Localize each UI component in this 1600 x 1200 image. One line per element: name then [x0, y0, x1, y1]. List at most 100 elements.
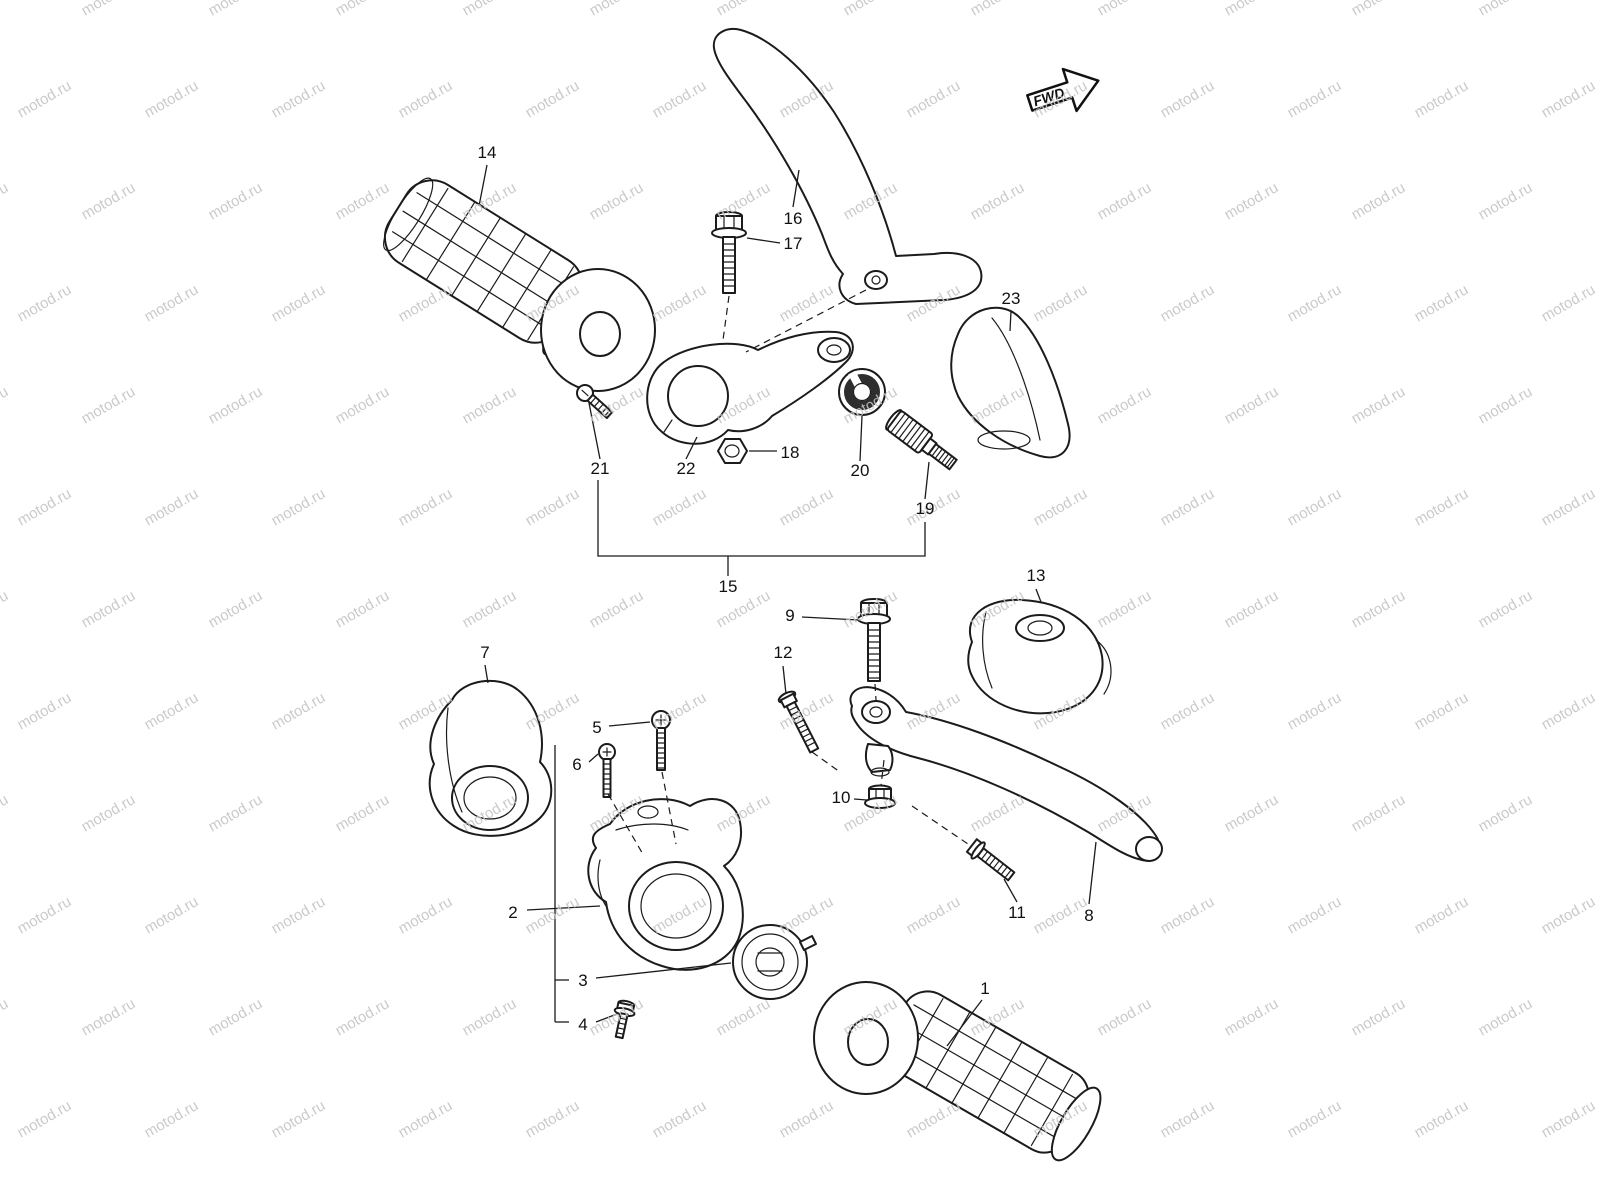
leader-lines [478, 164, 1097, 1047]
part-10-flange-nut [864, 784, 896, 809]
watermark-text: motod.ru [0, 179, 11, 223]
callout-1: 1 [980, 979, 989, 998]
group-bracket-15 [597, 480, 926, 557]
watermark-text: motod.ru [1158, 281, 1218, 325]
watermark-text: motod.ru [1222, 995, 1282, 1039]
watermark-text: motod.ru [0, 383, 11, 427]
watermark-text: motod.ru [1476, 0, 1536, 19]
grip-right-hub [847, 1018, 889, 1066]
part-11-lever-screw [965, 838, 1016, 882]
watermark-text: motod.ru [79, 587, 139, 631]
watermark-text: motod.ru [0, 0, 11, 19]
part-12-housing-screw [777, 690, 820, 754]
watermark-text: motod.ru [1095, 179, 1155, 223]
watermark-text: motod.ru [142, 689, 202, 733]
watermark-text: motod.ru [650, 281, 710, 325]
callout-6: 6 [572, 755, 581, 774]
watermark-text: motod.ru [1222, 587, 1282, 631]
watermark-text: motod.ru [1539, 281, 1599, 325]
part-19-cable-adjuster [885, 409, 958, 471]
part-16-lever [712, 28, 983, 305]
watermark-text: motod.ru [333, 791, 393, 835]
watermark-text: motod.ru [587, 587, 647, 631]
watermark-text: motod.ru [1158, 485, 1218, 529]
watermark-text: motod.ru [79, 383, 139, 427]
callout-17: 17 [784, 234, 803, 253]
callout-3: 3 [578, 971, 587, 990]
watermark-text: motod.ru [777, 485, 837, 529]
watermark-text: motod.ru [777, 893, 837, 937]
watermark-text: motod.ru [460, 0, 520, 19]
watermark-text: motod.ru [968, 179, 1028, 223]
watermark-text: motod.ru [206, 587, 266, 631]
watermark-text: motod.ru [714, 995, 774, 1039]
part-13-lever-cover-lower [967, 598, 1112, 715]
watermark-text: motod.ru [1539, 485, 1599, 529]
watermark-text: motod.ru [0, 995, 11, 1039]
callout-22: 22 [677, 459, 696, 478]
watermark-text: motod.ru [523, 893, 583, 937]
watermark-text: motod.ru [1285, 893, 1345, 937]
watermark-text: motod.ru [1222, 791, 1282, 835]
part-1-grip-right [813, 981, 1102, 1162]
part-2-housing [587, 798, 744, 971]
callout-11: 11 [1008, 903, 1026, 922]
watermark-text: motod.ru [587, 179, 647, 223]
watermark-text: motod.ru [333, 995, 393, 1039]
part-18-pivot-nut [717, 438, 748, 464]
watermark-text: motod.ru [142, 893, 202, 937]
watermark-text: motod.ru [0, 587, 11, 631]
watermark-text: motod.ru [1222, 179, 1282, 223]
callout-16: 16 [784, 209, 803, 228]
callout-19: 19 [916, 499, 935, 518]
watermark-text: motod.ru [1412, 893, 1472, 937]
callout-4: 4 [578, 1015, 587, 1034]
watermark-text: motod.ru [142, 1097, 202, 1141]
watermark-text: motod.ru [1349, 179, 1409, 223]
watermark-text: motod.ru [15, 485, 75, 529]
watermark-text: motod.ru [269, 77, 329, 121]
watermark-text: motod.ru [333, 0, 393, 19]
watermark-text: motod.ru [1476, 587, 1536, 631]
watermark-text: motod.ru [269, 485, 329, 529]
watermark-text: motod.ru [841, 0, 901, 19]
watermark-text: motod.ru [206, 179, 266, 223]
watermark-text: motod.ru [1285, 1097, 1345, 1141]
callout-10: 10 [832, 788, 851, 807]
watermark-text: motod.ru [1285, 77, 1345, 121]
watermark-text: motod.ru [1412, 689, 1472, 733]
watermark-text: motod.ru [904, 893, 964, 937]
watermark-text: motod.ru [1095, 995, 1155, 1039]
part-4-screw [613, 999, 636, 1040]
watermark-text: motod.ru [269, 1097, 329, 1141]
watermark-text: motod.ru [968, 791, 1028, 835]
watermark-text: motod.ru [460, 995, 520, 1039]
watermark-text: motod.ru [79, 791, 139, 835]
watermark-text: motod.ru [15, 281, 75, 325]
callout-7: 7 [480, 643, 489, 662]
watermark-text: motod.ru [79, 179, 139, 223]
watermark-text: motod.ru [142, 281, 202, 325]
watermark-text: motod.ru [1539, 1097, 1599, 1141]
watermark-text: motod.ru [460, 587, 520, 631]
fwd-arrow-shape [1026, 67, 1100, 113]
watermark-text: motod.ru [333, 383, 393, 427]
watermark-text: motod.ru [15, 893, 75, 937]
watermark-text: motod.ru [206, 791, 266, 835]
watermark-text: motod.ru [396, 485, 456, 529]
callout-14: 14 [478, 143, 497, 162]
watermark-text: motod.ru [650, 1097, 710, 1141]
grip-left-hub [579, 311, 621, 357]
part-20-adjuster-collar [838, 368, 886, 416]
watermark-text: motod.ru [1412, 485, 1472, 529]
watermark-text: motod.ru [1349, 587, 1409, 631]
watermark-text: motod.ru [142, 485, 202, 529]
callout-2: 2 [508, 903, 517, 922]
watermark-text: motod.ru [1095, 383, 1155, 427]
diagram-artwork: FWD [383, 28, 1163, 1162]
watermark-text: motod.ru [1285, 485, 1345, 529]
watermark-text: motod.ru [396, 77, 456, 121]
callout-18: 18 [781, 443, 800, 462]
watermark-text: motod.ru [1158, 893, 1218, 937]
